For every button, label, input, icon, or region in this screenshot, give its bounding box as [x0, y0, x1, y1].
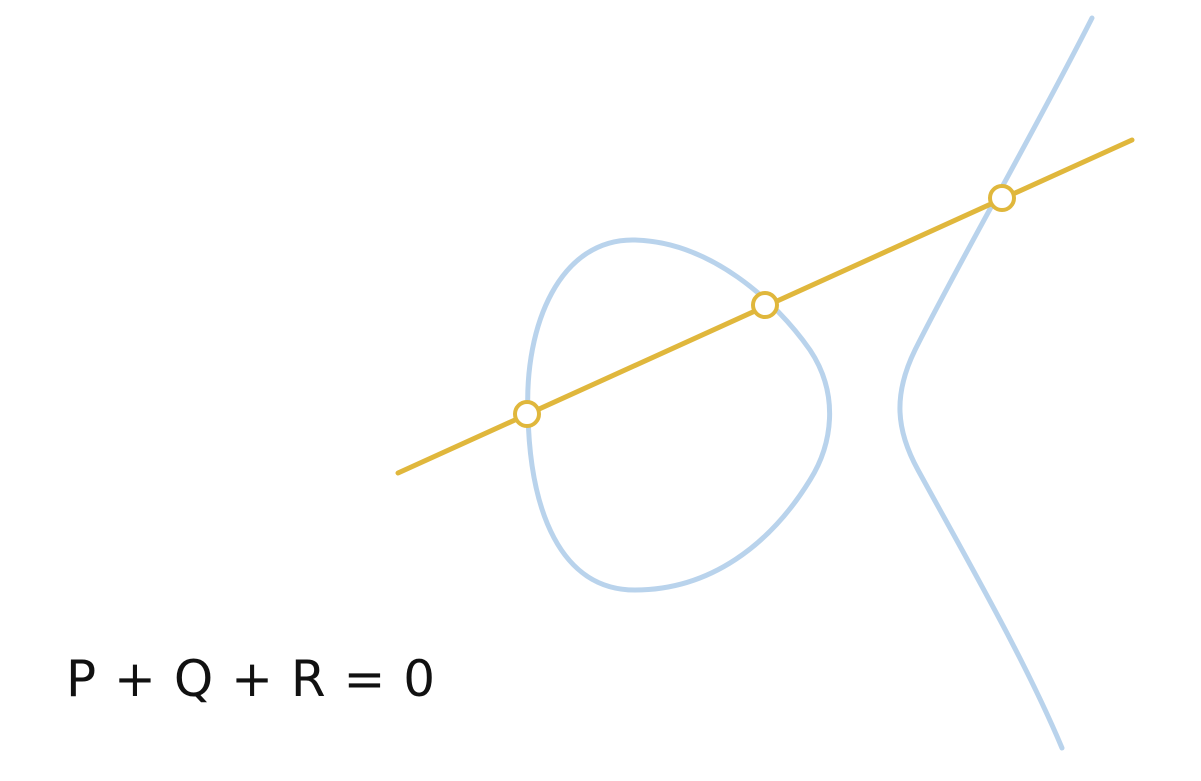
curve-unbounded-branch	[897, 15, 1095, 751]
intersection-point-p	[513, 400, 541, 428]
curve-oval-component	[525, 237, 833, 593]
intersection-point-q	[751, 291, 779, 319]
intersection-point-r	[988, 184, 1016, 212]
equation-label: P + Q + R = 0	[66, 650, 437, 708]
